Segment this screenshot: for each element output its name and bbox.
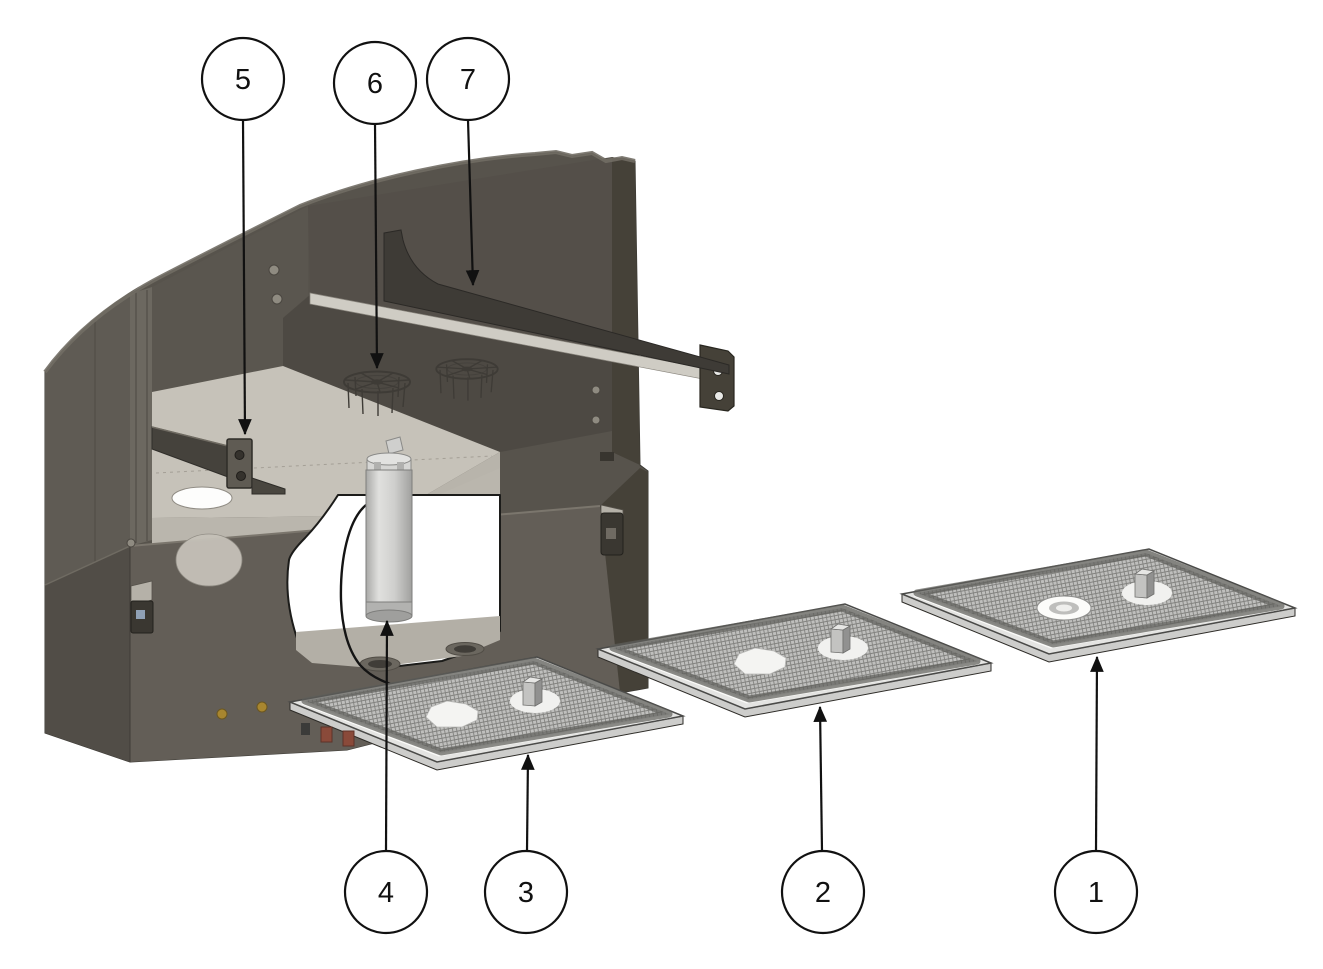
callout-number-6: 6 <box>367 68 383 100</box>
callout-circle-4 <box>343 849 429 935</box>
base-left-face <box>45 546 130 762</box>
callouts: 5 6 7 4 3 2 1 <box>200 36 1139 935</box>
mounting-bracket-part <box>151 426 286 495</box>
grid-tray-part-3 <box>290 657 683 770</box>
callout-number-5: 5 <box>235 64 251 96</box>
right-wall-bolts <box>591 385 601 425</box>
tank-oval-hole <box>171 486 233 510</box>
outer-left-panel <box>45 286 140 585</box>
leader-line-1 <box>1090 655 1104 852</box>
tray-ring-fitting <box>1036 595 1092 621</box>
callout-number-1: 1 <box>1088 877 1104 909</box>
end-plate-hole <box>714 391 724 401</box>
bracket-foot <box>251 477 286 495</box>
drain-hole <box>445 642 485 656</box>
callout-number-2: 2 <box>815 877 831 909</box>
grid-tray-part-2 <box>598 604 991 717</box>
callout-7: 7 <box>425 36 511 287</box>
leader-line-2 <box>813 705 828 852</box>
pump-body <box>365 469 413 609</box>
callout-circle-6 <box>332 40 418 126</box>
tray-cutout <box>733 647 787 675</box>
callout-4: 4 <box>343 619 429 935</box>
grid-tray-part-1 <box>902 549 1295 662</box>
frame-screw <box>126 538 136 548</box>
callout-circle-3 <box>483 849 569 935</box>
drain-hole <box>359 656 401 672</box>
latch-left <box>130 580 154 634</box>
wall-tab <box>600 452 614 461</box>
callout-number-7: 7 <box>460 64 476 96</box>
tray-cutout <box>425 700 479 728</box>
right-wall <box>612 157 640 465</box>
door-frame-lines <box>135 290 148 543</box>
tank-front-bulge <box>175 533 243 587</box>
callout-circle-2 <box>780 849 866 935</box>
pump-handle-tab <box>385 436 404 455</box>
top-rim-edge <box>43 149 636 374</box>
base-screw <box>256 701 268 713</box>
tray-feet <box>301 723 355 747</box>
bar-end-plate <box>699 344 735 412</box>
callout-number-4: 4 <box>378 877 394 909</box>
bracket-hole <box>234 450 245 460</box>
leader-line-7 <box>465 119 480 287</box>
tank-drain-strip <box>296 616 500 672</box>
callout-3: 3 <box>483 753 569 935</box>
inner-left-wall <box>152 206 308 394</box>
callout-circle-1 <box>1053 849 1139 935</box>
leader-line-3 <box>520 753 535 852</box>
leader-line-5 <box>238 119 252 436</box>
callout-circle-5 <box>200 36 286 122</box>
callout-2: 2 <box>780 705 866 935</box>
bar-face <box>383 229 730 375</box>
support-bar-part <box>383 229 735 412</box>
wall-bolts <box>268 264 283 305</box>
callout-5: 5 <box>200 36 286 436</box>
callout-6: 6 <box>332 40 418 370</box>
base-screw <box>216 708 228 720</box>
door-frame <box>130 287 152 546</box>
bracket-hole <box>236 471 246 481</box>
callout-circle-7 <box>425 36 511 122</box>
latch-right <box>600 504 624 556</box>
pump-part <box>365 436 413 623</box>
callout-1: 1 <box>1053 655 1139 935</box>
leader-line-4 <box>380 619 394 852</box>
leader-line-6 <box>370 123 384 370</box>
callout-number-3: 3 <box>518 877 534 909</box>
